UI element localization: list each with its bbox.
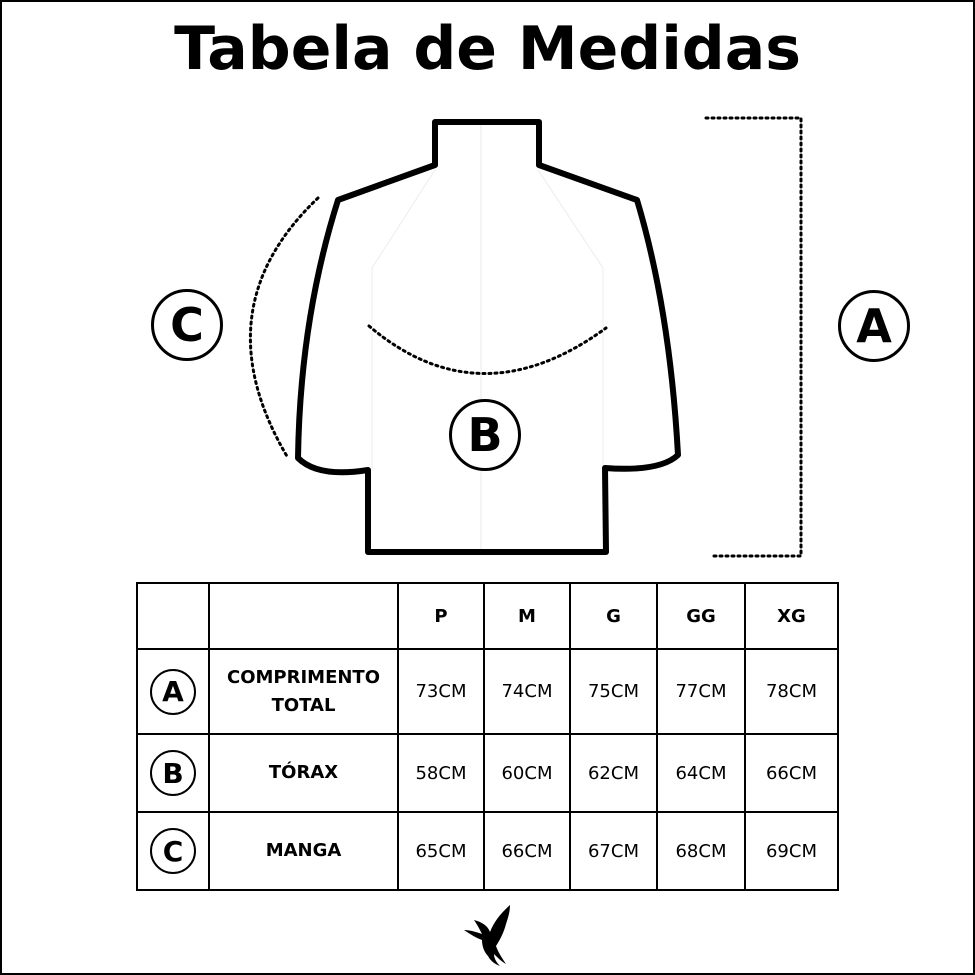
value-cell: 73CM xyxy=(397,648,485,735)
row-label-line: TOTAL xyxy=(271,694,336,716)
bird-logo-icon xyxy=(464,905,510,966)
row-label: MANGA xyxy=(208,811,399,891)
header-cell xyxy=(208,582,399,650)
table-header-row: P M G GG XG xyxy=(136,582,839,650)
row-label: COMPRIMENTO TOTAL xyxy=(208,648,399,735)
value-cell: 62CM xyxy=(569,733,658,813)
row-marker-a: A xyxy=(150,668,196,715)
row-marker-cell: A xyxy=(136,648,210,735)
value-cell: 66CM xyxy=(744,733,839,813)
header-size-gg: GG xyxy=(656,582,746,650)
row-marker-cell: C xyxy=(136,811,210,891)
row-marker-b: B xyxy=(150,750,196,796)
row-label-line: COMPRIMENTO xyxy=(226,666,381,688)
value-cell: 60CM xyxy=(483,733,571,813)
header-cell xyxy=(136,582,210,650)
header-size-xg: XG xyxy=(744,582,839,650)
page-title: Tabela de Medidas xyxy=(174,14,801,84)
marker-a: A xyxy=(838,290,910,362)
value-cell: 75CM xyxy=(569,648,658,735)
value-cell: 66CM xyxy=(483,811,571,891)
row-marker-c: C xyxy=(150,828,196,874)
value-cell: 78CM xyxy=(744,648,839,735)
table-row: B TÓRAX 58CM 60CM 62CM 64CM 66CM xyxy=(136,733,839,813)
sleeve-measure-line xyxy=(248,196,320,460)
marker-c: C xyxy=(151,289,223,361)
header-size-m: M xyxy=(483,582,571,650)
marker-b: B xyxy=(449,399,521,471)
row-label: TÓRAX xyxy=(208,733,399,813)
value-cell: 69CM xyxy=(744,811,839,891)
header-size-g: G xyxy=(569,582,658,650)
header-size-p: P xyxy=(397,582,485,650)
length-measure-line xyxy=(704,116,803,558)
value-cell: 58CM xyxy=(397,733,485,813)
shirt-outline xyxy=(295,119,681,555)
row-marker-cell: B xyxy=(136,733,210,813)
value-cell: 65CM xyxy=(397,811,485,891)
value-cell: 68CM xyxy=(656,811,746,891)
value-cell: 77CM xyxy=(656,648,746,735)
value-cell: 67CM xyxy=(569,811,658,891)
value-cell: 74CM xyxy=(483,648,571,735)
table-row: A COMPRIMENTO TOTAL 73CM 74CM 75CM 77CM 7… xyxy=(136,648,839,735)
value-cell: 64CM xyxy=(656,733,746,813)
size-table: P M G GG XG A COMPRIMENTO TOTAL 73CM 74CM… xyxy=(136,582,839,891)
chest-measure-line xyxy=(367,324,608,375)
table-row: C MANGA 65CM 66CM 67CM 68CM 69CM xyxy=(136,811,839,891)
